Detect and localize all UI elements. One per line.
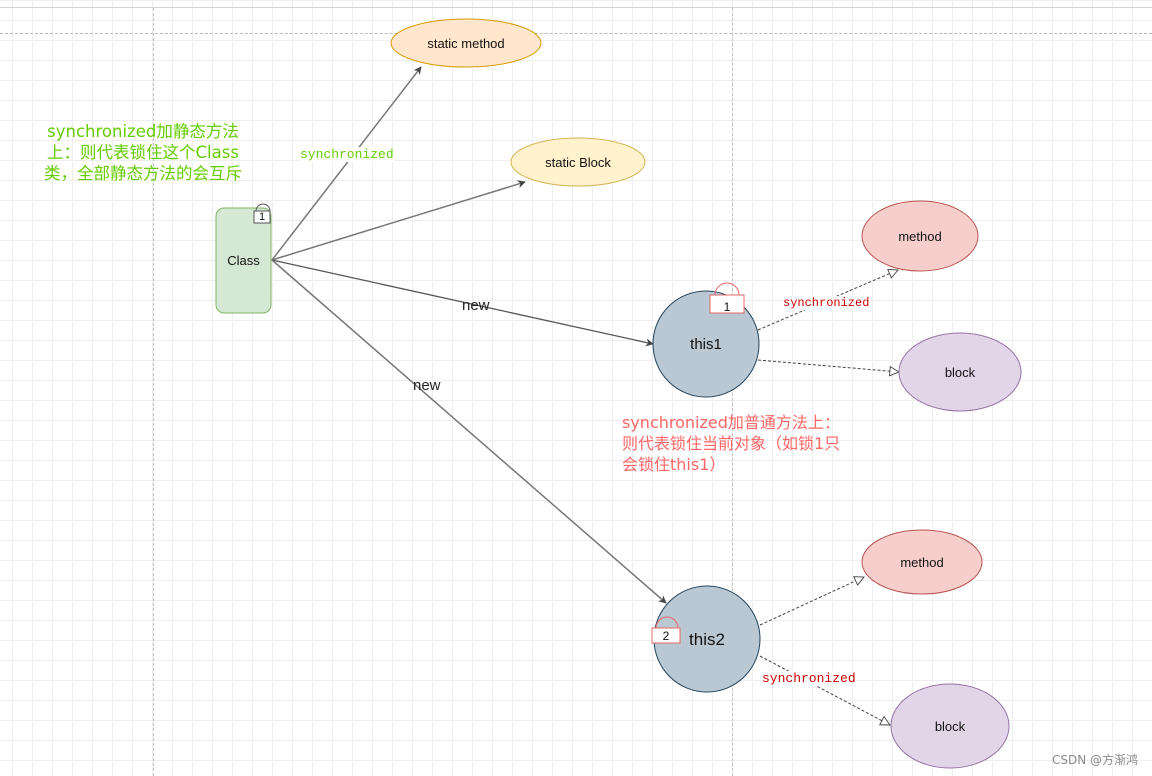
class-node[interactable]	[215, 207, 272, 314]
block1-label: block	[944, 364, 976, 380]
block1-node[interactable]	[898, 332, 1022, 412]
edge-class-static-block[interactable]	[271, 180, 526, 261]
this1-label: this1	[690, 335, 722, 353]
page-break-vertical-left	[153, 8, 154, 776]
edge-label-this2-synchronized: synchronized	[762, 671, 856, 686]
static-lock-note-line-2: 上：则代表锁住这个Class	[47, 143, 239, 162]
instance-lock-note-line-3: 会锁住this1）	[622, 455, 726, 474]
edge-this2-method[interactable]	[759, 577, 864, 626]
instance-lock-note-line-2: 则代表锁住当前对象（如锁1只	[622, 434, 841, 453]
static-method-label: static method	[427, 35, 505, 51]
page-break-horizontal	[0, 33, 1152, 34]
static-lock-note-line-1: synchronized加静态方法	[47, 122, 239, 141]
static-method-node[interactable]	[390, 18, 542, 68]
method1-node[interactable]	[861, 200, 979, 272]
class-lock-number: 1	[258, 211, 266, 223]
this1-node[interactable]	[652, 290, 760, 398]
edge-label-new-this2: new	[413, 377, 441, 394]
this2-lock-icon	[651, 616, 681, 644]
this2-lock-number: 2	[662, 628, 670, 643]
page-break-vertical-right	[732, 8, 733, 776]
edge-this1-block[interactable]	[757, 359, 899, 372]
this1-lock-icon	[709, 282, 745, 314]
method2-node[interactable]	[861, 529, 983, 595]
edge-label-this1-synchronized: synchronized	[783, 296, 870, 310]
static-lock-note-line-3: 类，全部静态方法的会互斥	[44, 164, 242, 183]
instance-lock-note-line-1: synchronized加普通方法上：	[622, 413, 840, 432]
class-label: Class	[227, 252, 260, 268]
static-block-label: static Block	[545, 154, 611, 170]
edge-label-class-synchronized: synchronized	[300, 147, 394, 162]
static-block-node[interactable]	[510, 137, 646, 187]
method1-label: method	[898, 228, 942, 244]
edge-class-this2[interactable]	[271, 259, 667, 604]
page-top-border	[0, 7, 1152, 8]
block2-node[interactable]	[890, 683, 1010, 769]
edge-class-this1[interactable]	[271, 259, 654, 347]
method2-label: method	[900, 554, 944, 570]
block2-label: block	[934, 718, 966, 734]
edge-label-new-this1: new	[462, 297, 490, 314]
this1-lock-number: 1	[723, 300, 731, 314]
class-lock-icon	[253, 203, 271, 224]
this2-label: this2	[689, 630, 725, 649]
edge-this2-block[interactable]	[759, 655, 890, 725]
csdn-watermark: CSDN @方渐鸿	[1051, 753, 1138, 767]
instance-lock-note: synchronized加普通方法上： 则代表锁住当前对象（如锁1只 会锁住th…	[622, 412, 872, 475]
edge-class-static-method[interactable]	[271, 66, 422, 261]
static-lock-note: synchronized加静态方法 上：则代表锁住这个Class 类，全部静态方…	[20, 121, 266, 184]
